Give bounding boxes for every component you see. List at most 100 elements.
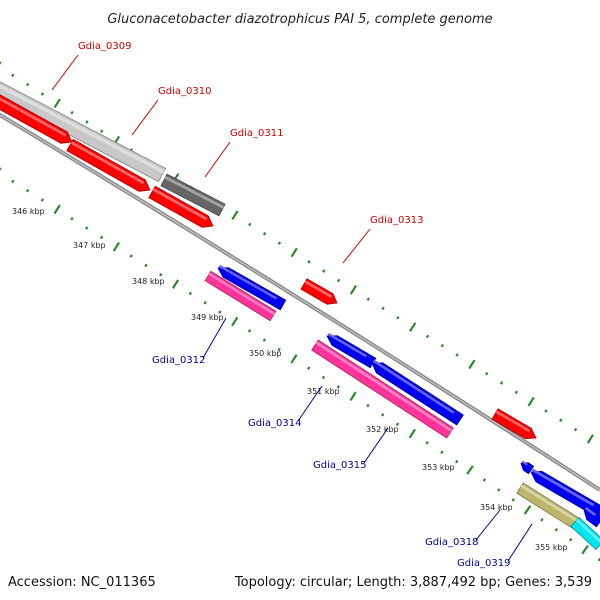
gene-arrow-gdia-0311	[160, 173, 226, 217]
gene-sheen	[70, 141, 145, 185]
minor-tick	[573, 427, 578, 432]
gene-label-gdia-0314[interactable]: Gdia_0314	[248, 418, 301, 429]
minor-tick	[40, 198, 45, 202]
gene-arrow-gdia-0314	[520, 460, 535, 475]
kbp-label: 351 kbp	[307, 387, 340, 396]
gene-sheen	[315, 341, 453, 432]
minor-tick	[321, 375, 326, 380]
gene-label-gdia-0310[interactable]: Gdia_0310	[158, 86, 211, 97]
gene-label-gdia-0309[interactable]: Gdia_0309	[78, 41, 131, 52]
gene-arrow-gdia-0315	[311, 339, 454, 439]
kbp-label: 353 kbp	[422, 463, 455, 472]
label-leaders: Gdia_0309Gdia_0310Gdia_0311Gdia_0313Gdia…	[51, 41, 533, 569]
gene-sheen	[495, 410, 531, 433]
gene-arrow-gdia-0314	[530, 468, 600, 518]
minor-tick	[248, 222, 252, 227]
minor-tick	[485, 371, 489, 376]
leader-line	[297, 385, 323, 422]
major-tick	[53, 204, 61, 215]
gene-sheen	[218, 264, 277, 300]
minor-tick	[540, 518, 544, 522]
minor-tick	[366, 297, 370, 301]
minor-tick	[307, 260, 311, 264]
minor-tick	[188, 291, 193, 296]
gene-label-gdia-0312[interactable]: Gdia_0312	[152, 355, 205, 366]
minor-tick	[203, 301, 207, 305]
minor-tick	[277, 241, 282, 245]
major-tick	[408, 428, 416, 439]
minor-tick	[455, 459, 459, 464]
gene-features	[0, 81, 600, 550]
minor-tick	[381, 413, 385, 417]
major-tick	[290, 354, 298, 364]
gene-body	[530, 470, 600, 518]
gene-sheen	[164, 176, 224, 209]
minor-tick	[85, 226, 89, 230]
minor-tick	[40, 92, 45, 96]
gene-sheen	[0, 97, 67, 137]
minor-tick	[129, 254, 133, 258]
major-tick	[231, 210, 239, 220]
gene-arrow-gdia-0312	[204, 270, 277, 322]
gene-sheen	[531, 468, 595, 507]
major-tick	[349, 391, 357, 402]
leader-line	[475, 509, 501, 541]
minor-tick	[159, 272, 163, 277]
major-tick	[581, 544, 589, 555]
gene-arrow-gdia-0309	[0, 81, 167, 183]
minor-tick	[262, 232, 267, 236]
minor-tick	[482, 478, 487, 482]
gene-label-gdia-0318[interactable]: Gdia_0318	[425, 537, 478, 548]
minor-tick	[544, 409, 548, 413]
gene-sheen	[521, 460, 528, 466]
gene-label-gdia-0315[interactable]: Gdia_0315	[313, 460, 366, 471]
gene-arrow-gdia-0310	[66, 138, 151, 192]
gene-label-gdia-0311[interactable]: Gdia_0311	[230, 128, 283, 139]
map-title: Gluconacetobacter diazotrophicus PAI 5, …	[107, 12, 492, 27]
minor-tick	[455, 353, 459, 357]
gene-body	[204, 270, 277, 322]
gene-sheen	[0, 84, 165, 174]
kbp-label: 346 kbp	[12, 207, 45, 216]
minor-tick	[425, 441, 429, 445]
gene-arrow-gdia-0313	[300, 278, 338, 305]
minor-tick	[425, 334, 430, 339]
minor-tick	[499, 381, 504, 385]
gene-arrow-gdia-0314	[217, 264, 287, 311]
minor-tick	[11, 179, 15, 184]
minor-tick	[336, 278, 341, 283]
leader-line	[131, 99, 159, 136]
gene-arrow-gdia-0313	[491, 408, 537, 440]
gene-arrow-gdia-0310	[0, 94, 73, 144]
gene-body	[520, 462, 535, 475]
kbp-label: 349 kbp	[191, 313, 224, 322]
minor-tick	[262, 338, 267, 342]
gene-arrow-gdia-0319	[570, 517, 600, 550]
gene-sheen	[208, 272, 275, 315]
minor-tick	[366, 403, 370, 408]
kbp-label: 352 kbp	[366, 425, 399, 434]
minor-tick	[247, 329, 252, 333]
backbone-line	[0, 112, 600, 492]
kbp-label: 354 kbp	[480, 503, 513, 512]
minor-tick	[25, 82, 30, 87]
gene-label-gdia-0313[interactable]: Gdia_0313	[370, 215, 423, 226]
leader-line	[342, 228, 371, 264]
minor-tick	[396, 315, 400, 320]
major-tick	[0, 61, 2, 65]
major-tick	[290, 247, 298, 258]
gene-arrow-gdia-0314	[583, 506, 600, 528]
gene-sheen	[584, 506, 596, 517]
leader-line	[363, 427, 389, 464]
major-tick	[409, 322, 417, 332]
minor-tick	[440, 450, 444, 455]
kbp-label: 355 kbp	[535, 543, 568, 552]
gene-label-gdia-0319[interactable]: Gdia_0319	[457, 558, 510, 569]
major-tick	[53, 98, 61, 109]
accession-text: Accession: NC_011365	[8, 575, 156, 590]
major-tick	[527, 396, 535, 407]
major-tick	[171, 279, 180, 289]
kbp-label: 350 kbp	[249, 349, 282, 358]
kbp-label: 347 kbp	[73, 241, 106, 250]
gene-sheen	[304, 280, 333, 298]
